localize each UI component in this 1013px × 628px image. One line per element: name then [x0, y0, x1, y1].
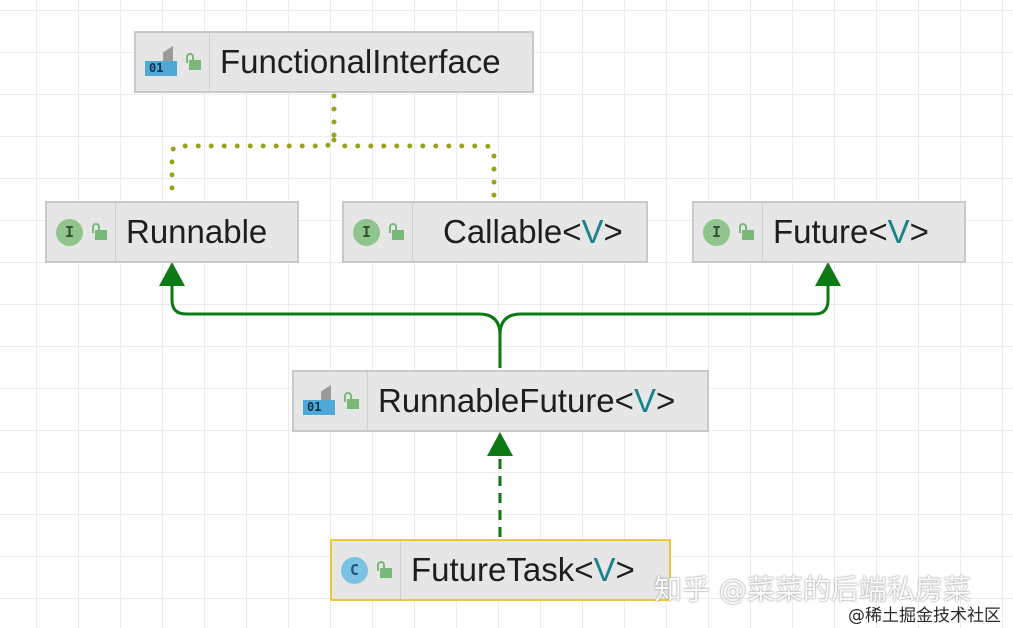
- node-future[interactable]: I Future<V>: [692, 201, 966, 263]
- edge-runnable-functionalinterface: [169, 93, 337, 201]
- node-functional-interface[interactable]: 01 FunctionalInterface: [134, 31, 534, 93]
- node-label: RunnableFuture<V>: [378, 382, 676, 419]
- interface-icon: I: [703, 218, 730, 246]
- lock-open-icon: [185, 53, 201, 71]
- node-label: Callable<V>: [443, 213, 623, 250]
- interface-icon: I: [353, 218, 380, 246]
- node-label: FunctionalInterface: [220, 43, 501, 80]
- annotation-icon: 01: [145, 46, 177, 78]
- node-runnable[interactable]: I Runnable: [45, 201, 299, 263]
- lock-open-icon: [376, 561, 392, 579]
- lock-open-icon: [343, 392, 359, 410]
- node-icons: C: [332, 541, 401, 599]
- node-icons: 01: [294, 372, 368, 430]
- watermark-juejin: @稀土掘金技术社区: [848, 606, 1001, 626]
- node-callable[interactable]: I Callable<V>: [342, 201, 648, 263]
- interface-icon: I: [56, 218, 83, 246]
- node-icons: I: [344, 203, 413, 261]
- edge-runnablefuture-future: [498, 285, 830, 336]
- edge-runnablefuture-runnable: [170, 285, 502, 368]
- node-icons: I: [47, 203, 116, 261]
- lock-open-icon: [388, 223, 404, 241]
- node-runnable-future[interactable]: 01 RunnableFuture<V>: [292, 370, 709, 432]
- arrowhead-future: [815, 262, 841, 286]
- arrowhead-runnablefuture: [487, 432, 513, 456]
- node-icons: I: [694, 203, 763, 261]
- node-label: FutureTask<V>: [411, 551, 635, 588]
- node-label: Runnable: [126, 213, 268, 250]
- lock-open-icon: [738, 223, 754, 241]
- node-icons: 01: [136, 33, 210, 91]
- edge-callable-functionalinterface: [331, 137, 497, 201]
- node-future-task[interactable]: C FutureTask<V>: [330, 539, 671, 601]
- annotation-icon: 01: [303, 385, 335, 417]
- node-label: Future<V>: [773, 213, 929, 250]
- arrowhead-runnable: [159, 262, 185, 286]
- watermark-zhihu: 知乎 @菜菜的后端私房菜: [654, 573, 971, 606]
- class-icon: C: [341, 556, 368, 584]
- lock-open-icon: [91, 223, 107, 241]
